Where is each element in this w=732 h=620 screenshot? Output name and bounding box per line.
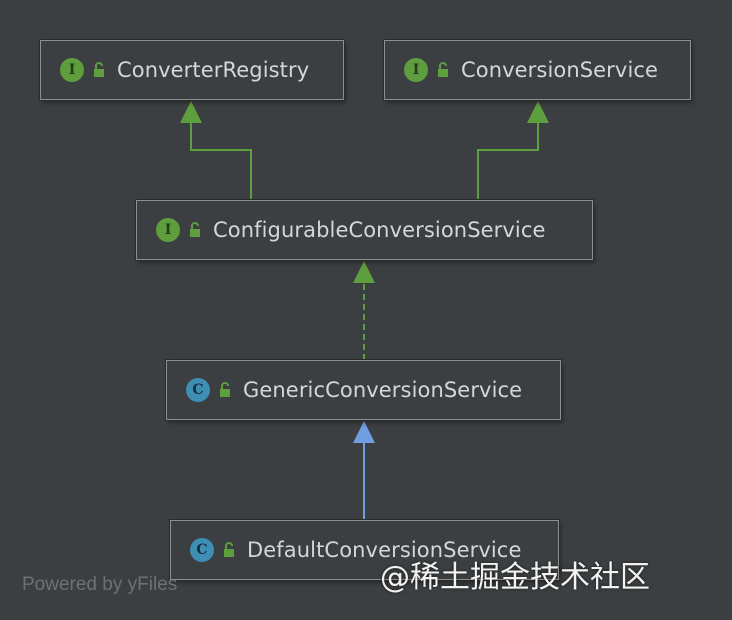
class-icon: C — [190, 538, 214, 562]
node-label: ConfigurableConversionService — [213, 218, 546, 242]
node-label: GenericConversionService — [243, 378, 523, 402]
node-label: ConversionService — [461, 58, 659, 82]
node-default-conversion-service[interactable]: C DefaultConversionService — [170, 520, 559, 580]
node-generic-conversion-service[interactable]: C GenericConversionService — [166, 360, 561, 420]
node-configurable-conversion-service[interactable]: I ConfigurableConversionService — [136, 200, 593, 260]
public-access-icon — [220, 541, 238, 559]
edge-configurable-to-converter-registry — [180, 101, 252, 200]
class-icon: C — [186, 378, 210, 402]
public-access-icon — [90, 61, 108, 79]
public-access-icon — [434, 61, 452, 79]
public-access-icon — [216, 381, 234, 399]
node-conversion-service[interactable]: I ConversionService — [384, 40, 691, 100]
interface-icon: I — [156, 218, 180, 242]
powered-by-credit: Powered by yFiles — [22, 574, 178, 595]
interface-icon: I — [404, 58, 428, 82]
node-label: DefaultConversionService — [247, 538, 522, 562]
edge-default-extends-generic — [353, 421, 375, 520]
node-converter-registry[interactable]: I ConverterRegistry — [40, 40, 344, 100]
site-watermark: @稀土掘金技术社区 — [380, 560, 650, 595]
edge-generic-implements-configurable — [353, 261, 375, 360]
edge-configurable-to-conversion-service — [477, 101, 549, 200]
interface-icon: I — [60, 58, 84, 82]
public-access-icon — [186, 221, 204, 239]
node-label: ConverterRegistry — [117, 58, 310, 82]
